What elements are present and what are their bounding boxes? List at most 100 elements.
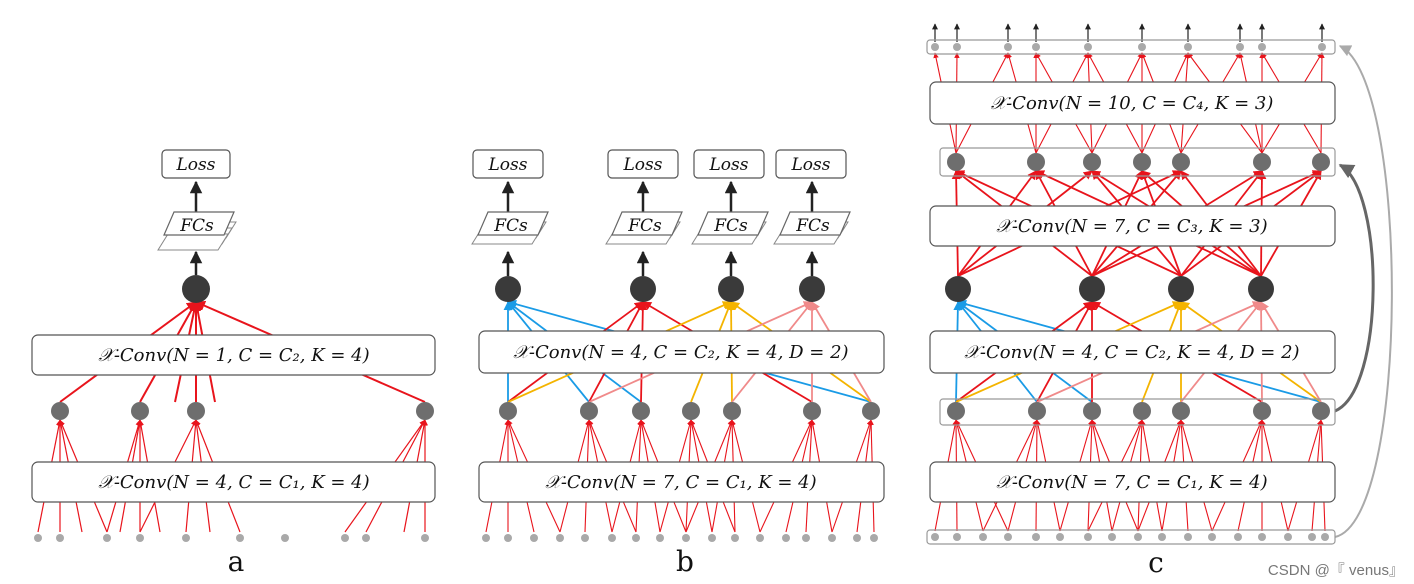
input-point <box>1158 533 1166 541</box>
output-node <box>182 275 210 303</box>
input-point <box>1108 533 1116 541</box>
input-point <box>708 534 716 542</box>
output-point <box>1138 43 1146 51</box>
panel-b-fcs-label-1: FCs <box>493 216 528 236</box>
panel-c-conv2-box: 𝒳-Conv(N = 4, C = C₂, K = 4, D = 2) <box>929 330 1336 374</box>
input-point <box>1258 533 1266 541</box>
panel-c-conv4-label: 𝒳-Conv(N = 10, C = C₄, K = 3) <box>991 93 1274 114</box>
layer3-node <box>947 153 965 171</box>
panel-b-loss-box-1: Loss <box>472 149 544 179</box>
input-point <box>421 534 429 542</box>
input-point <box>1004 533 1012 541</box>
nodes-layer <box>34 43 1330 542</box>
layer3-node <box>1312 153 1330 171</box>
output-node <box>630 276 656 302</box>
input-point <box>281 534 289 542</box>
panel-c-conv3-label: 𝒳-Conv(N = 7, C = C₃, K = 3) <box>996 216 1267 237</box>
layer3-node <box>1083 153 1101 171</box>
input-point <box>931 533 939 541</box>
input-point <box>236 534 244 542</box>
panel-a-conv1-box: 𝒳-Conv(N = 4, C = C₁, K = 4) <box>31 461 436 503</box>
input-point <box>853 534 861 542</box>
layer2-node <box>1248 276 1274 302</box>
panel-b-fcs-2: FCs <box>605 211 683 245</box>
layer1-node <box>499 402 517 420</box>
output-point <box>931 43 939 51</box>
input-point <box>802 534 810 542</box>
layer1-node <box>632 402 650 420</box>
layer1-node <box>1083 402 1101 420</box>
panel-a-conv2-box: 𝒳-Conv(N = 1, C = C₂, K = 4) <box>31 334 436 376</box>
input-point <box>362 534 370 542</box>
panel-b-conv2-label: 𝒳-Conv(N = 4, C = C₂, K = 4, D = 2) <box>513 342 848 363</box>
layer1-node <box>1172 402 1190 420</box>
input-point <box>1208 533 1216 541</box>
input-point <box>182 534 190 542</box>
input-point <box>1284 533 1292 541</box>
panel-c-conv1-box: 𝒳-Conv(N = 7, C = C₁, K = 4) <box>929 461 1336 503</box>
input-point <box>1134 533 1142 541</box>
input-point <box>341 534 349 542</box>
output-point <box>1184 43 1192 51</box>
output-node <box>495 276 521 302</box>
skip-link-layer1-to-layer3 <box>1334 163 1375 413</box>
layer1-node <box>1253 402 1271 420</box>
panel-a-conv1-label: 𝒳-Conv(N = 4, C = C₁, K = 4) <box>98 472 369 493</box>
input-point <box>870 534 878 542</box>
panel-a-loss-label: Loss <box>176 155 216 175</box>
layer1-node <box>51 402 69 420</box>
layer1-node <box>1028 402 1046 420</box>
panel-b-conv1-label: 𝒳-Conv(N = 7, C = C₁, K = 4) <box>545 472 816 493</box>
input-point <box>656 534 664 542</box>
layer1-node <box>131 402 149 420</box>
panel-a-fcs-label: FCs <box>179 216 214 236</box>
input-point <box>632 534 640 542</box>
input-point <box>56 534 64 542</box>
output-row-container <box>926 39 1336 55</box>
input-point <box>1321 533 1329 541</box>
output-point <box>1236 43 1244 51</box>
panel-b-fcs-label-2: FCs <box>627 216 662 236</box>
panel-b-fcs-label-3: FCs <box>713 216 748 236</box>
input-point <box>103 534 111 542</box>
panel-c-conv1-label: 𝒳-Conv(N = 7, C = C₁, K = 4) <box>996 472 1267 493</box>
input-point <box>979 533 987 541</box>
panel-c-conv3-box: 𝒳-Conv(N = 7, C = C₃, K = 3) <box>929 205 1336 247</box>
watermark: CSDN @『 venus』 <box>1267 562 1404 579</box>
panel-b-loss-label-4: Loss <box>791 155 831 175</box>
layer1-node <box>416 402 434 420</box>
panel-c-letter: c <box>1148 546 1164 579</box>
input-point <box>504 534 512 542</box>
layer2-node <box>1168 276 1194 302</box>
panel-b-fcs-1: FCs <box>471 211 549 245</box>
panel-b-conv1-box: 𝒳-Conv(N = 7, C = C₁, K = 4) <box>478 461 885 503</box>
panel-c-conv4-box: 𝒳-Conv(N = 10, C = C₄, K = 3) <box>929 81 1336 125</box>
layer1-node <box>580 402 598 420</box>
layer1-node <box>1133 402 1151 420</box>
input-point <box>1308 533 1316 541</box>
layer1-node <box>187 402 205 420</box>
layer1-node <box>947 402 965 420</box>
input-point <box>608 534 616 542</box>
panel-a-fcs: FCs <box>157 211 237 251</box>
panel-b-loss-box-2: Loss <box>607 149 679 179</box>
output-point <box>1318 43 1326 51</box>
input-point <box>682 534 690 542</box>
input-point <box>1234 533 1242 541</box>
layer1-node <box>1312 402 1330 420</box>
input-point <box>1056 533 1064 541</box>
layer3-row-container <box>939 147 1336 177</box>
output-node <box>799 276 825 302</box>
output-node <box>718 276 744 302</box>
panel-b-fcs-label-4: FCs <box>795 216 830 236</box>
layer1-node <box>803 402 821 420</box>
layer2-node <box>1079 276 1105 302</box>
input-point <box>556 534 564 542</box>
input-point <box>530 534 538 542</box>
layer1-row-container <box>939 398 1336 426</box>
input-point <box>1184 533 1192 541</box>
input-row-container <box>926 529 1336 545</box>
panel-c-conv2-label: 𝒳-Conv(N = 4, C = C₂, K = 4, D = 2) <box>964 342 1299 363</box>
panel-b-loss-box-4: Loss <box>775 149 847 179</box>
output-point <box>1032 43 1040 51</box>
